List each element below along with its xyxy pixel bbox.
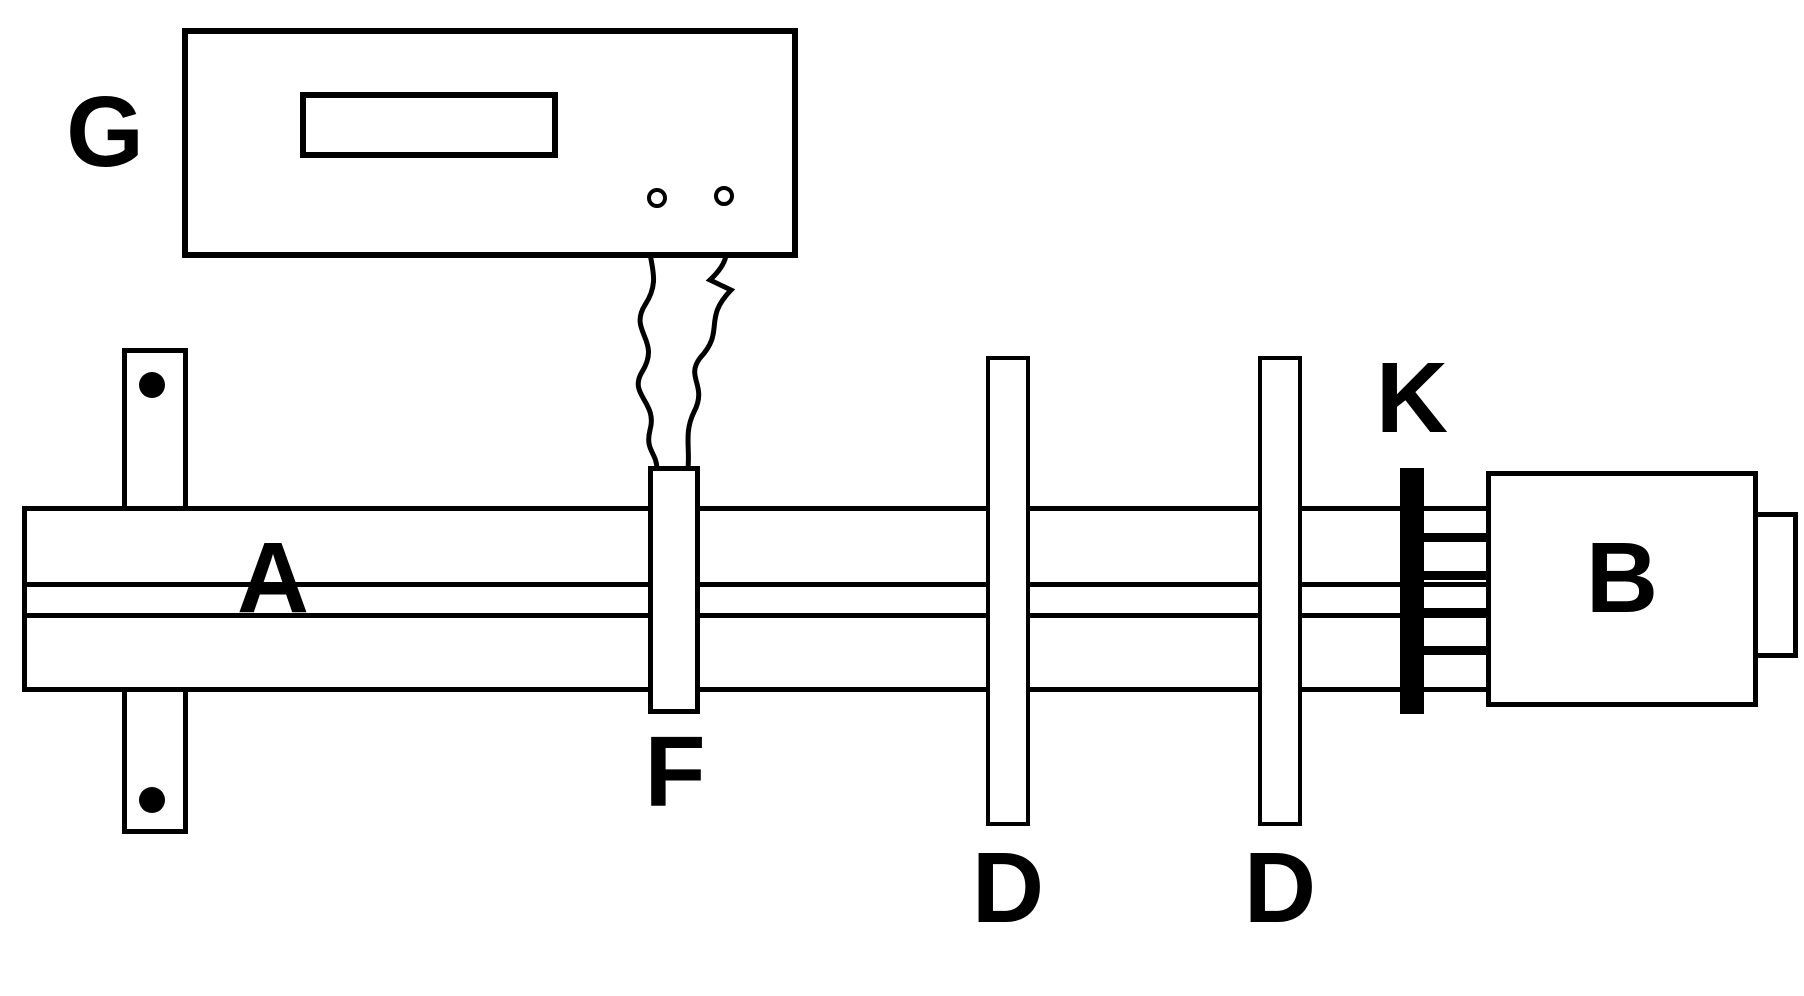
label-bridge-left: D bbox=[971, 832, 1045, 944]
label-beam: A bbox=[236, 522, 310, 634]
generator-terminal-right-icon bbox=[714, 186, 734, 206]
generator-display bbox=[300, 92, 558, 158]
bridge-right bbox=[1258, 356, 1302, 826]
label-end-box: B bbox=[1585, 522, 1659, 634]
label-generator: G bbox=[66, 76, 144, 188]
end-box bbox=[1486, 471, 1758, 707]
end-box-tab bbox=[1753, 512, 1798, 658]
bracket-screw-bottom-icon bbox=[139, 787, 165, 813]
label-driver: F bbox=[644, 716, 706, 828]
beam-inner-line-bottom bbox=[27, 613, 1753, 618]
comb-tooth-2 bbox=[1424, 571, 1490, 580]
comb-tooth-1 bbox=[1424, 533, 1490, 542]
beam-inner-line-top bbox=[27, 582, 1753, 587]
comb-tooth-4 bbox=[1424, 646, 1490, 655]
bridge-left bbox=[986, 356, 1030, 826]
comb-tooth-3 bbox=[1424, 608, 1490, 617]
comb-coupler bbox=[1400, 468, 1424, 714]
driver-element bbox=[648, 466, 700, 714]
label-bridge-right: D bbox=[1243, 832, 1317, 944]
generator-terminal-left-icon bbox=[647, 188, 667, 208]
label-comb: K bbox=[1375, 342, 1449, 454]
bracket-screw-top-icon bbox=[139, 372, 165, 398]
